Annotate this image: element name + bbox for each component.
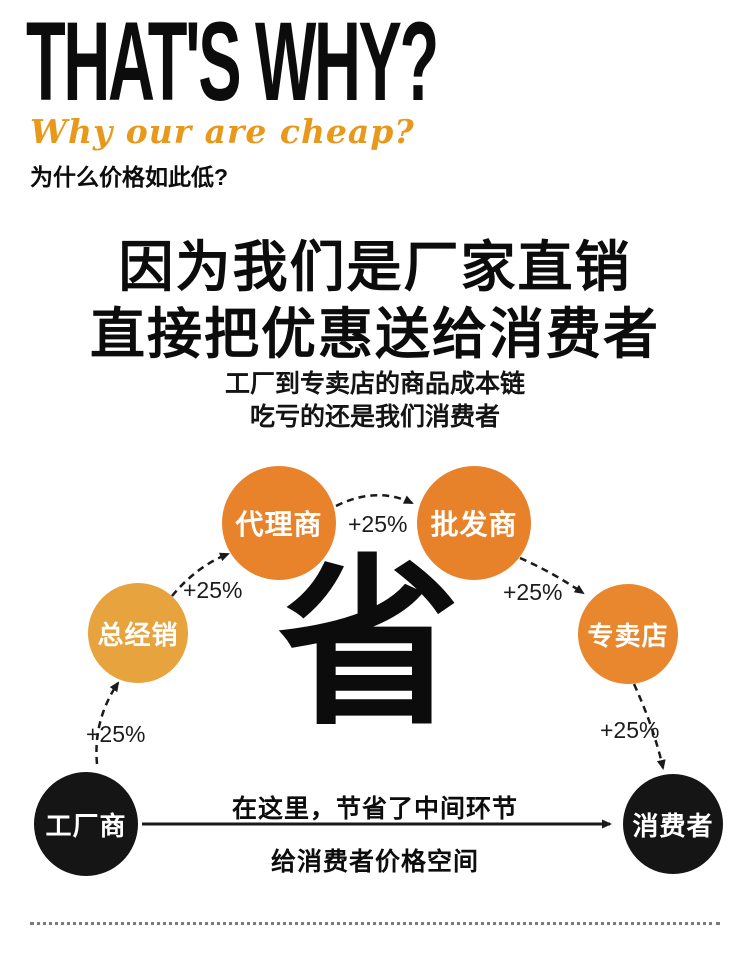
hero-heading-line2: 直接把优惠送给消费者 bbox=[89, 303, 660, 365]
increment-label-distributor-agent: +25% bbox=[183, 577, 243, 603]
arrow-agent-wholesaler bbox=[335, 494, 414, 508]
node-wholesaler: 批发商 bbox=[417, 466, 531, 580]
node-wholesaler-label: 批发商 bbox=[430, 509, 518, 540]
increment-label-wholesaler-store: +25% bbox=[503, 579, 563, 605]
tagline-script: Why our are cheap? bbox=[30, 112, 415, 151]
page-title: THAT'S WHY? bbox=[26, 0, 439, 124]
tagline-chinese: 为什么价格如此低? bbox=[30, 164, 229, 190]
node-agent: 代理商 bbox=[222, 466, 336, 580]
increment-label-agent-wholesaler: +25% bbox=[348, 511, 408, 537]
increment-label-factory-distributor: +25% bbox=[86, 721, 146, 747]
node-distributor: 总经销 bbox=[88, 583, 188, 683]
save-character: 省 bbox=[278, 542, 460, 746]
hero-subline-2: 吃亏的还是我们消费者 bbox=[249, 403, 500, 431]
node-store: 专卖店 bbox=[578, 584, 678, 684]
node-distributor-label: 总经销 bbox=[97, 619, 179, 650]
hero-heading-line1: 因为我们是厂家直销 bbox=[118, 236, 632, 298]
node-consumer: 消费者 bbox=[623, 774, 723, 874]
node-store-label: 专卖店 bbox=[587, 620, 669, 651]
node-agent-label: 代理商 bbox=[235, 509, 323, 540]
node-factory-label: 工厂商 bbox=[45, 810, 127, 841]
diagram-note-line1: 在这里，节省了中间环节 bbox=[231, 795, 518, 823]
bottom-dotted-divider bbox=[30, 922, 720, 925]
node-factory: 工厂商 bbox=[34, 772, 138, 876]
node-consumer-label: 消费者 bbox=[632, 810, 714, 841]
hero-subline-1: 工厂到专卖店的商品成本链 bbox=[224, 370, 525, 398]
increment-label-store-consumer: +25% bbox=[600, 717, 660, 743]
diagram-note-line2: 给消费者价格空间 bbox=[270, 848, 479, 876]
